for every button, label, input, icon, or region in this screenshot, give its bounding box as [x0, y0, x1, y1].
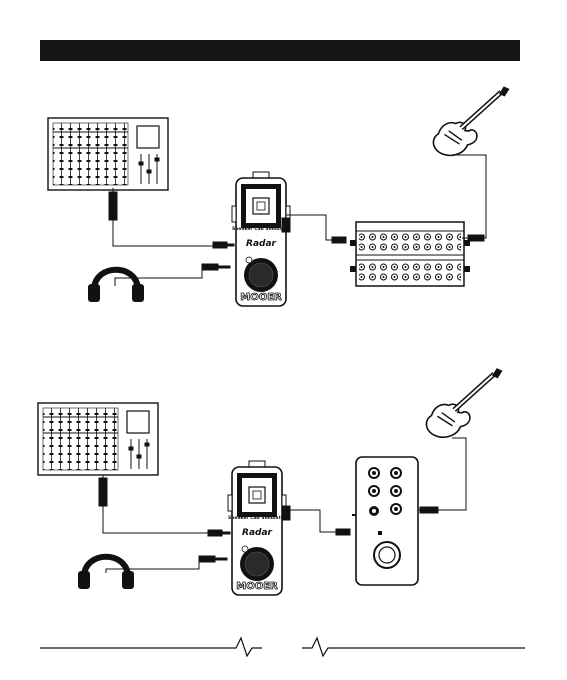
- pedal-subtitle: Speaker Cab Simulator: [228, 515, 287, 521]
- pedal-subtitle: Speaker Cab Simulator: [232, 226, 291, 232]
- guitar-icon: [425, 361, 503, 442]
- setup-2: Speaker Cab Simulator Radar MOOER: [38, 361, 503, 595]
- mixer-icon: [38, 403, 158, 475]
- guitar-icon: [432, 80, 510, 161]
- pedal-brand: MOOER: [240, 292, 282, 303]
- preamp-pedal-icon: [352, 457, 418, 585]
- footer-divider: [40, 638, 525, 656]
- headphones-icon: [88, 270, 144, 302]
- pedal-model: Radar: [246, 239, 277, 249]
- pedal-brand: MOOER: [236, 581, 278, 592]
- amp-head-icon: [350, 222, 470, 286]
- mixer-icon: [48, 118, 168, 190]
- pedal-model: Radar: [242, 528, 273, 538]
- setup-1: Speaker Cab Simulator Radar MOOER: [48, 80, 510, 306]
